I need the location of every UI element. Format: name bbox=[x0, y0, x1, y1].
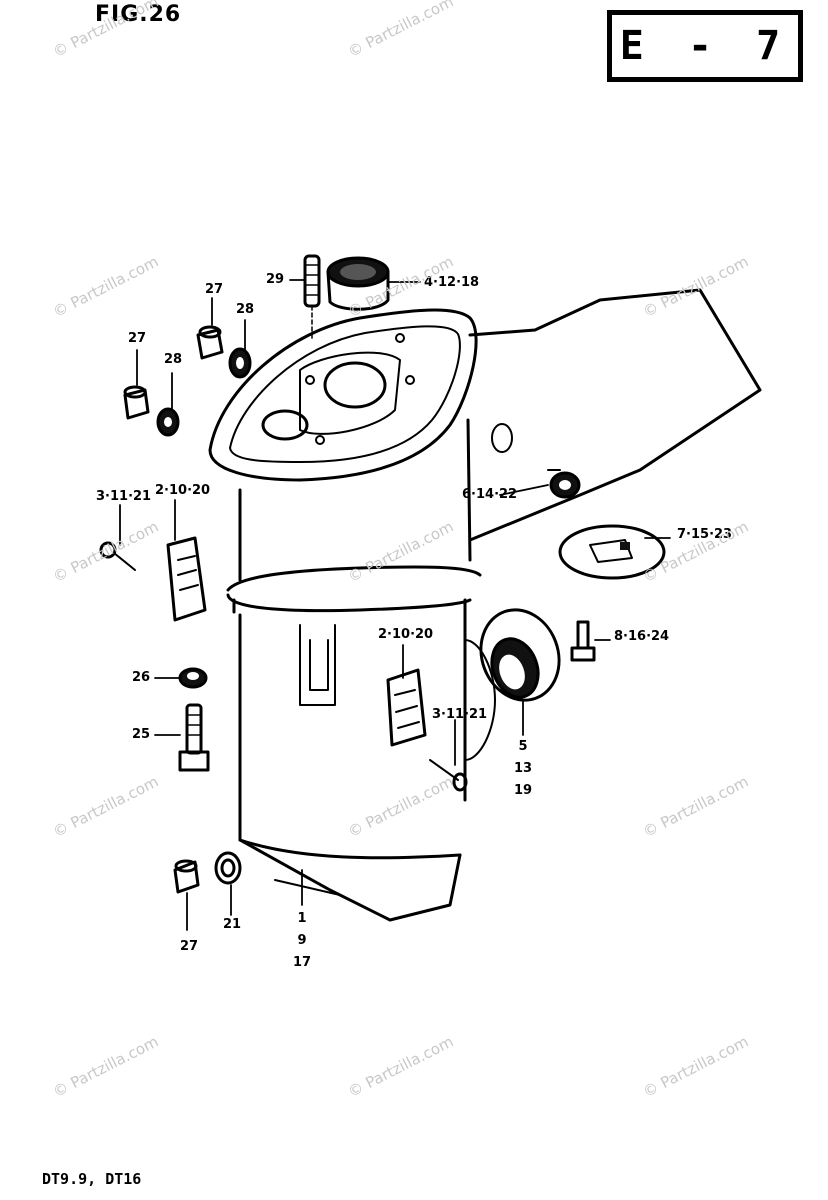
callout-19: 19 bbox=[513, 783, 533, 798]
gear-case-housing bbox=[208, 288, 762, 922]
bushing bbox=[326, 256, 390, 311]
callout-27-top: 27 bbox=[205, 282, 224, 297]
screw-left bbox=[99, 541, 136, 571]
screw-mid bbox=[429, 759, 468, 792]
gasket-26 bbox=[178, 667, 208, 689]
callout-5-13-19: 5 13 19 bbox=[510, 736, 536, 802]
callout-1: 1 bbox=[297, 911, 307, 926]
callout-9: 9 bbox=[297, 933, 307, 948]
callout-17: 17 bbox=[292, 955, 312, 970]
callout-21: 21 bbox=[223, 917, 242, 932]
model-list: DT9.9, DT16 bbox=[42, 1170, 142, 1188]
gasket-28-top bbox=[228, 347, 252, 379]
callout-2-10-20-mid: 2·10·20 bbox=[378, 627, 434, 642]
plug-27-bottom bbox=[173, 859, 200, 894]
callout-28-top: 28 bbox=[236, 302, 255, 317]
callout-27-left: 27 bbox=[128, 331, 147, 346]
plug-6-14-22 bbox=[547, 469, 581, 499]
callout-2-10-20-left: 2·10·20 bbox=[155, 483, 211, 498]
callout-3-11-21-left: 3·11·21 bbox=[96, 489, 152, 504]
section-code-box: E - 7 bbox=[607, 10, 803, 82]
bolt-8-16-24 bbox=[570, 620, 596, 662]
water-inlet-grille-mid bbox=[386, 668, 427, 747]
callout-1-9-17: 1 9 17 bbox=[289, 908, 315, 974]
drain-bolt-25 bbox=[178, 703, 210, 772]
callout-5: 5 bbox=[518, 739, 528, 754]
callout-6-14-22: 6·14·22 bbox=[462, 487, 518, 502]
water-inlet-grille-left bbox=[166, 536, 207, 622]
plug-27-left bbox=[123, 385, 150, 420]
callout-4-12-18: 4·12·18 bbox=[424, 275, 480, 290]
gasket-21 bbox=[214, 851, 242, 885]
section-code: E - 7 bbox=[619, 23, 791, 69]
callout-3-11-21-mid: 3·11·21 bbox=[432, 707, 488, 722]
callout-7-15-23: 7·15·23 bbox=[677, 527, 733, 542]
callout-28-left: 28 bbox=[164, 352, 183, 367]
zinc-anode bbox=[558, 524, 666, 580]
oil-seal bbox=[479, 608, 561, 702]
callout-27-bottom: 27 bbox=[180, 939, 199, 954]
figure-number: FIG.26 bbox=[95, 2, 182, 27]
callout-13: 13 bbox=[513, 761, 533, 776]
gasket-28-left bbox=[156, 407, 180, 437]
plug-27-top bbox=[196, 325, 224, 360]
stud-bolt-29 bbox=[303, 254, 321, 341]
callout-29: 29 bbox=[266, 272, 285, 287]
callout-25: 25 bbox=[132, 727, 151, 742]
callout-8-16-24: 8·16·24 bbox=[614, 629, 670, 644]
callout-26: 26 bbox=[132, 670, 151, 685]
